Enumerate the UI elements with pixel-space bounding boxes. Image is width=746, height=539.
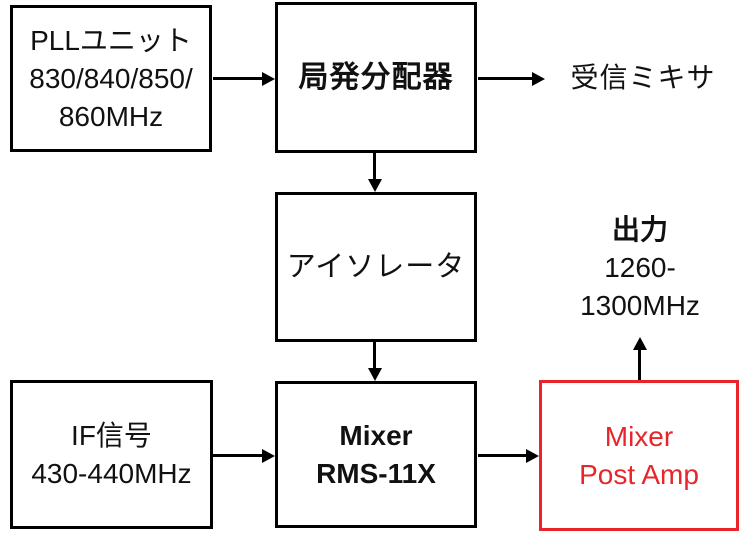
arrow-distributor-to-rx-mixer-icon [478,71,545,86]
isolator-label: アイソレータ [286,251,466,283]
arrow-isolator-to-mixer-icon [367,342,382,381]
arrow-mixer-to-post-amp-icon [478,448,539,463]
pll-unit-freqs-line2: 860MHz [58,100,164,132]
pll-unit-freqs-line1: 830/840/850/ [29,62,193,94]
pll-unit-box: PLLユニット 830/840/850/ 860MHz [10,5,212,152]
if-signal-label: IF信号 [71,419,152,451]
mixer-rms11x-box: Mixer RMS-11X [275,381,477,528]
rx-mixer-label: 受信ミキサ [570,62,716,93]
output-label-freq-line1: 1260- [604,252,676,283]
mixer-post-amp-label-line1: Mixer [604,420,674,452]
output-label: 出力 1260- 1300MHz [555,211,725,325]
lo-distributor-box: 局発分配器 [275,2,477,153]
output-label-title: 出力 [611,214,668,245]
arrow-distributor-to-isolator-icon [367,153,382,192]
lo-distributor-label: 局発分配器 [298,60,454,94]
if-signal-box: IF信号 430-440MHz [10,380,213,529]
arrow-if-to-mixer-icon [213,448,275,463]
pll-unit-label: PLLユニット [30,24,192,56]
if-signal-freq: 430-440MHz [31,457,192,489]
output-label-freq-line2: 1300MHz [580,290,700,321]
mixer-rms11x-label-line1: Mixer [339,419,413,451]
arrow-pll-to-distributor-icon [213,71,275,86]
mixer-post-amp-box: Mixer Post Amp [539,380,739,531]
mixer-post-amp-label-line2: Post Amp [579,458,699,490]
mixer-rms11x-label-line2: RMS-11X [316,457,436,489]
arrow-post-amp-to-output-icon [632,337,647,380]
isolator-box: アイソレータ [275,192,477,342]
